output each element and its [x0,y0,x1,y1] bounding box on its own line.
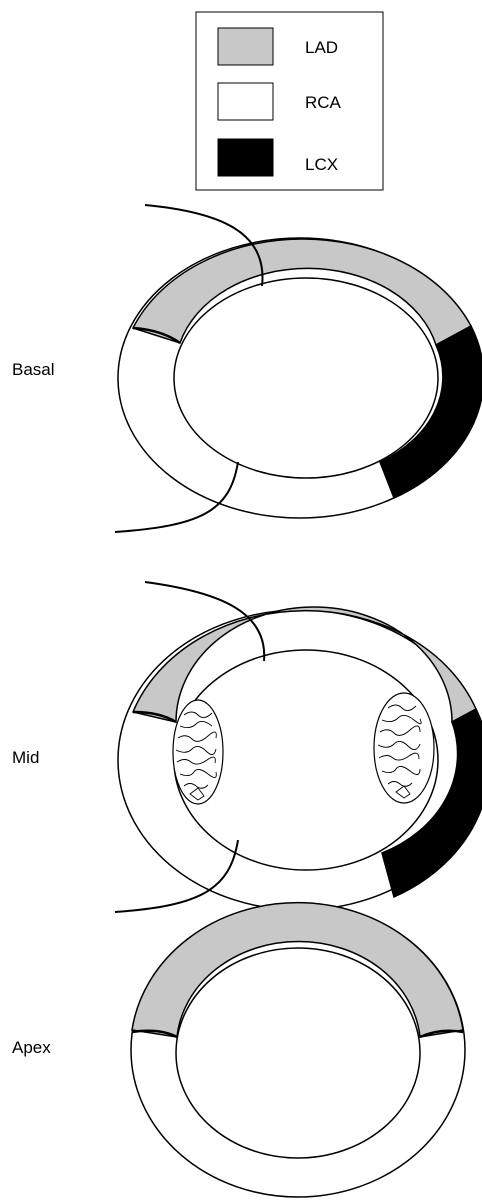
basal-section: Basal [12,204,482,533]
basal-septal-boundary [132,326,181,345]
basal-cavity [173,277,439,479]
papillary-muscle-left [172,699,224,805]
mid-septal-boundary [132,710,177,724]
basal-inferior-boundary [379,461,395,499]
mid-lad-segment [131,606,477,724]
legend: LAD RCA LCX [195,11,384,191]
apex-lad-segment [131,901,464,1038]
legend-swatch-rca [217,82,274,121]
legend-swatch-lcx [217,138,274,177]
mid-inferior-boundary [381,852,395,898]
basal-rv-wall-bottom [114,461,239,533]
legend-label-lcx: LCX [305,155,338,174]
apex-right-boundary [419,1029,464,1039]
mid-rv-wall-bottom [114,839,239,913]
apex-cavity [175,947,421,1159]
section-label-basal: Basal [12,360,55,379]
papillary-muscle-right [373,692,435,804]
legend-label-lad: LAD [305,38,338,57]
basal-rv-wall-top [144,204,264,287]
mid-rv-wall-top [144,581,266,662]
legend-swatch-lad [217,27,274,66]
section-label-apex: Apex [12,1038,51,1057]
apex-section: Apex [12,901,466,1198]
section-label-mid: Mid [12,748,39,767]
legend-label-rca: RCA [305,93,342,112]
apex-left-boundary [131,1029,178,1039]
mid-section: Mid [12,581,482,913]
